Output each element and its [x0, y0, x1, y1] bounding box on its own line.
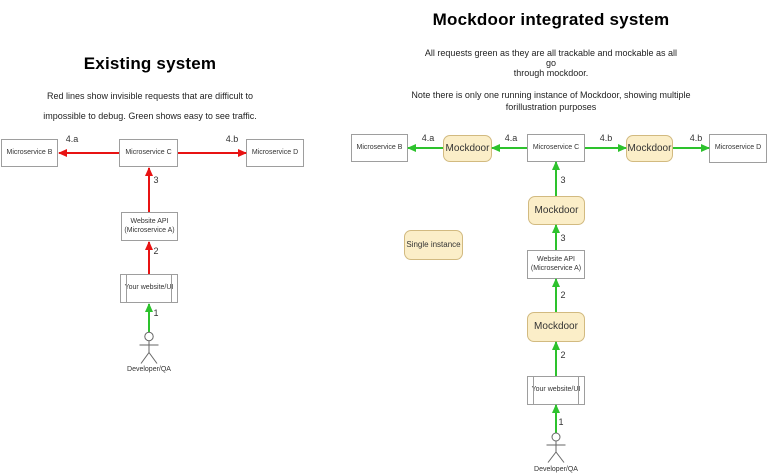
edge-label-4a-right1: 4.a	[421, 133, 435, 143]
developer-actor-label: Developer/QA	[127, 366, 171, 373]
existing-system-description-line1: Red lines show invisible requests that a…	[47, 91, 253, 101]
node-website-ui-right-label: Your website/UI	[531, 386, 581, 394]
edge-label-4b-right1: 4.b	[599, 133, 613, 143]
edge-actor-to-ui-green-arrow-right	[552, 404, 560, 433]
edge-label-2: 2	[153, 246, 159, 256]
node-microservice-b-right: Microservice B	[351, 134, 408, 162]
component-side-bar	[533, 377, 534, 404]
node-microservice-d: Microservice D	[246, 139, 304, 167]
edge-label-3-right1: 3	[560, 175, 566, 185]
node-microservice-b: Microservice B	[1, 139, 58, 167]
node-mockdoor-left: Mockdoor	[443, 135, 492, 162]
edge-label-4b: 4.b	[225, 134, 239, 144]
mockdoor-description-line2: through mockdoor.	[513, 68, 589, 78]
edge-c-to-mockdoor2-green-arrow	[585, 144, 627, 152]
edge-label-1-right: 1	[558, 417, 564, 427]
edge-label-2-right1: 2	[560, 290, 566, 300]
edge-label-3-right2: 3	[560, 233, 566, 243]
edge-ui-to-mockdoor-green-arrow	[552, 341, 560, 376]
node-microservice-c-right: Microservice C	[527, 134, 585, 162]
edge-label-3: 3	[153, 175, 159, 185]
mockdoor-note-line1: Note there is only one running instance …	[411, 90, 691, 100]
edge-c-to-b-red-arrow	[58, 149, 119, 157]
edge-mockdoor-to-c-green-arrow	[552, 161, 560, 196]
node-mockdoor-low: Mockdoor	[527, 312, 585, 342]
edge-c-to-mockdoor-green-arrow	[491, 144, 527, 152]
node-website-api-right: Website API (Microservice A)	[527, 250, 585, 279]
edge-mockdoor2-to-d-green-arrow	[673, 144, 710, 152]
component-side-bar	[171, 275, 172, 302]
edge-api-to-c-red-arrow	[145, 167, 153, 212]
node-microservice-d-right: Microservice D	[709, 134, 767, 163]
mockdoor-system-title: Mockdoor integrated system	[432, 10, 670, 29]
node-single-instance: Single instance	[404, 230, 463, 260]
node-mockdoor-mid: Mockdoor	[528, 196, 585, 225]
existing-system-description-line2: impossible to debug. Green shows easy to…	[43, 111, 257, 121]
node-website-ui-label: Your website/UI	[124, 284, 174, 292]
component-side-bar	[578, 377, 579, 404]
edge-actor-to-ui-green-arrow	[145, 303, 153, 333]
node-website-api: Website API (Microservice A)	[121, 212, 178, 241]
developer-actor-icon-right	[546, 432, 566, 463]
edge-c-to-d-red-arrow	[178, 149, 247, 157]
edge-mockdoor-to-api-green-arrow	[552, 278, 560, 312]
edge-label-2-right2: 2	[560, 350, 566, 360]
node-mockdoor-right: Mockdoor	[626, 135, 673, 162]
component-side-bar	[126, 275, 127, 302]
edge-label-4a-right2: 4.a	[504, 133, 518, 143]
node-microservice-c: Microservice C	[119, 139, 178, 167]
mockdoor-note-line2: forillustration purposes	[505, 102, 597, 112]
edge-mockdoor-to-b-green-arrow	[407, 144, 443, 152]
developer-actor-label-right: Developer/QA	[534, 466, 578, 473]
existing-system-title: Existing system	[83, 54, 217, 73]
node-website-ui-right: Your website/UI	[527, 376, 585, 405]
edge-label-4b-right2: 4.b	[689, 133, 703, 143]
mockdoor-description-line1: All requests green as they are all track…	[424, 48, 678, 68]
edge-label-4a: 4.a	[65, 134, 79, 144]
edge-ui-to-api-red-arrow	[145, 241, 153, 274]
edge-api-to-mockdoor-green-arrow	[552, 224, 560, 250]
edge-label-1: 1	[153, 308, 159, 318]
developer-actor-icon	[139, 331, 159, 364]
node-website-ui: Your website/UI	[120, 274, 178, 303]
